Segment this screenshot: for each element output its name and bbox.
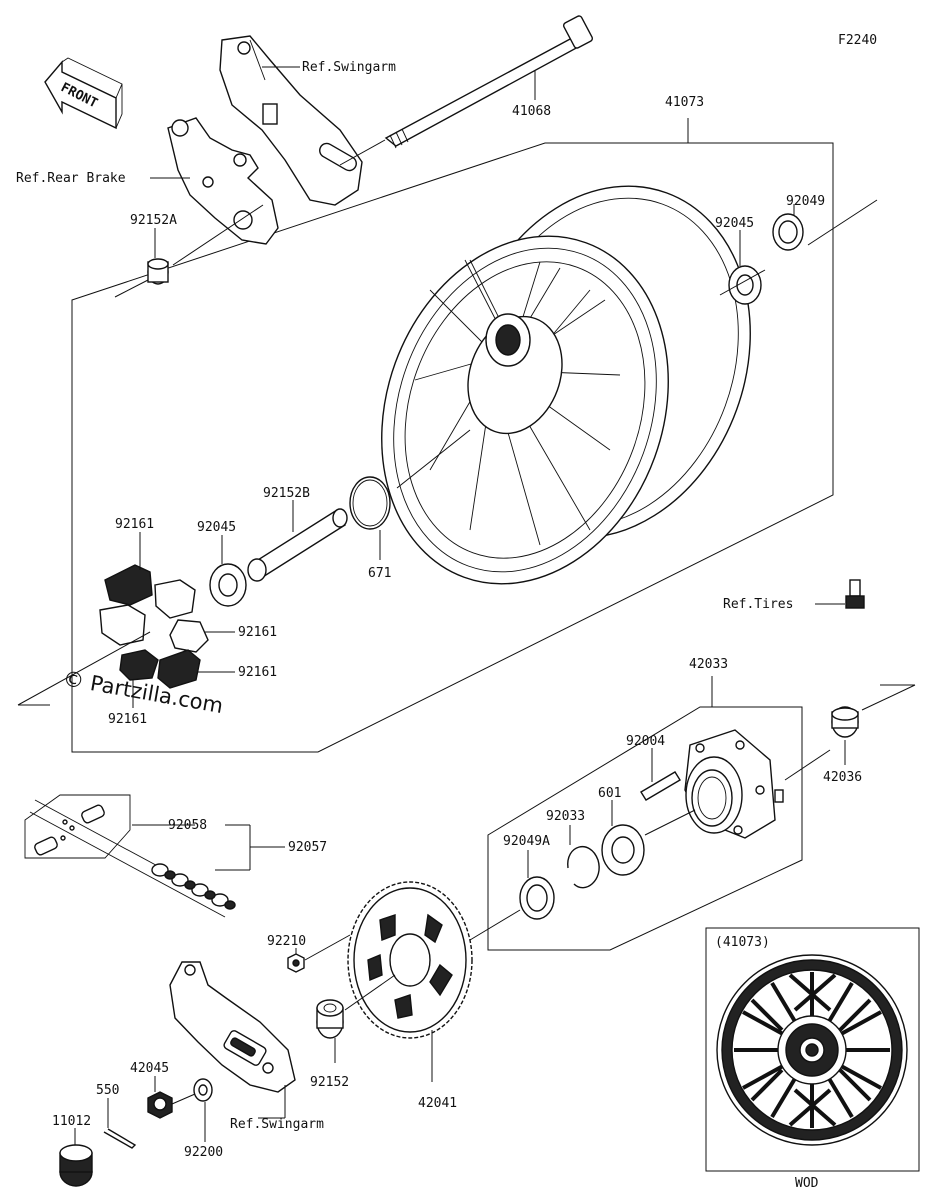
label-circlip: 92033 bbox=[546, 809, 585, 824]
label-ref-swingarm-bottom: Ref.Swingarm bbox=[230, 1117, 324, 1132]
chain-group-outline bbox=[24, 794, 131, 859]
label-stud: 92004 bbox=[626, 734, 665, 749]
inset-caption: WOD bbox=[795, 1176, 819, 1191]
wheel-group-outline bbox=[71, 142, 834, 753]
label-axle-washer: 92200 bbox=[184, 1145, 223, 1160]
seal-right bbox=[772, 213, 804, 251]
coupling-bearing bbox=[601, 824, 645, 876]
axle-nut bbox=[147, 1091, 173, 1119]
front-arrow-icon bbox=[44, 57, 123, 130]
label-o-ring: 671 bbox=[368, 566, 391, 581]
coupling-seal bbox=[519, 876, 555, 920]
o-ring bbox=[349, 476, 391, 530]
damper-rubbers bbox=[99, 564, 209, 689]
label-damper-3: 92161 bbox=[238, 665, 277, 680]
coupling-group-outline bbox=[487, 706, 803, 951]
label-damper-4: 92161 bbox=[108, 712, 147, 727]
cotter-pin bbox=[103, 1128, 137, 1149]
label-axle-cap: 11012 bbox=[52, 1114, 91, 1129]
circlip bbox=[567, 846, 600, 889]
label-collar-b: 92152B bbox=[263, 486, 310, 501]
label-ref-rear-brake: Ref.Rear Brake bbox=[16, 171, 126, 186]
label-coupling-bearing: 601 bbox=[598, 786, 621, 801]
coupling-stud bbox=[640, 771, 681, 801]
rear-sprocket bbox=[347, 881, 473, 1039]
collar-a bbox=[147, 258, 169, 285]
diagram-code: F2240 bbox=[838, 33, 877, 48]
swingarm-bottom bbox=[169, 961, 296, 1093]
label-sprocket: 42041 bbox=[418, 1096, 457, 1111]
chain-joint bbox=[34, 804, 105, 856]
label-wheel: 41073 bbox=[665, 95, 704, 110]
sprocket-nut bbox=[287, 953, 305, 973]
label-damper-2: 92161 bbox=[238, 625, 277, 640]
wheel-variant-inset bbox=[705, 927, 920, 1172]
label-coupling-seal: 92049A bbox=[503, 834, 550, 849]
rear-brake-bracket bbox=[167, 117, 279, 245]
label-bearing-left: 92045 bbox=[197, 520, 236, 535]
swingarm-top bbox=[219, 35, 363, 206]
coupling-collar bbox=[831, 706, 859, 738]
bearing-left bbox=[209, 563, 247, 607]
bearing-right bbox=[728, 265, 762, 305]
label-axle-nut: 42045 bbox=[130, 1061, 169, 1076]
label-sprocket-nut: 92210 bbox=[267, 934, 306, 949]
axle bbox=[384, 15, 594, 149]
drive-chain bbox=[29, 799, 236, 918]
label-damper-1: 92161 bbox=[115, 517, 154, 532]
rear-wheel bbox=[381, 185, 751, 585]
label-chain: 92057 bbox=[288, 840, 327, 855]
label-sprocket-collar: 92152 bbox=[310, 1075, 349, 1090]
axle-cap bbox=[59, 1144, 93, 1187]
label-collar-a: 92152A bbox=[130, 213, 177, 228]
label-axle: 41068 bbox=[512, 104, 551, 119]
collar-b bbox=[247, 508, 348, 582]
axle-washer bbox=[193, 1078, 213, 1102]
tire-valve bbox=[845, 579, 865, 609]
label-cotter-pin: 550 bbox=[96, 1083, 119, 1098]
label-coupling-collar: 42036 bbox=[823, 770, 862, 785]
inset-title: (41073) bbox=[715, 935, 770, 950]
label-coupling: 42033 bbox=[689, 657, 728, 672]
label-ref-swingarm-top: Ref.Swingarm bbox=[302, 60, 396, 75]
label-ref-tires: Ref.Tires bbox=[723, 597, 793, 612]
label-bearing-right: 92045 bbox=[715, 216, 754, 231]
sprocket-collar bbox=[316, 999, 344, 1039]
label-chain-joint: 92058 bbox=[168, 818, 207, 833]
label-seal-right: 92049 bbox=[786, 194, 825, 209]
sprocket-coupling bbox=[684, 729, 784, 839]
wheel-variant-drawing bbox=[716, 954, 908, 1146]
